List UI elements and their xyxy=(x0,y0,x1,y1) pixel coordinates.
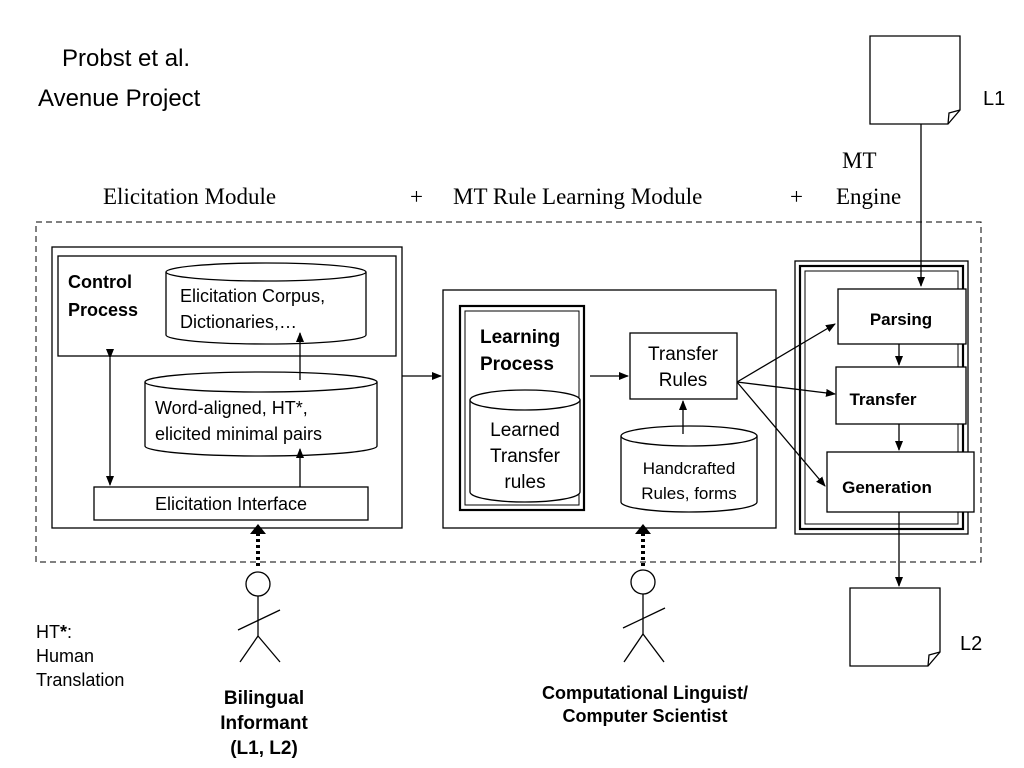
elicitation-interface-label: Elicitation Interface xyxy=(155,494,307,514)
elicitation-corpus-label-line2: Dictionaries,… xyxy=(180,312,297,332)
aligned-data-database-icon xyxy=(144,371,378,457)
transfer-rules-label-line2: Rules xyxy=(659,370,708,391)
elicitation-corpus-database-icon xyxy=(165,262,367,345)
learned-rules-label-line3: rules xyxy=(504,472,545,493)
footnote-ht: HT xyxy=(36,622,60,642)
learning-process-label-line2: Process xyxy=(480,354,554,375)
informant-label-line1: Bilingual xyxy=(224,688,304,709)
transfer-stage-box xyxy=(835,366,967,425)
elicitation-module-title: Elicitation Module xyxy=(103,184,276,209)
transfer-rules-box xyxy=(629,332,738,400)
rules-to-generation-arrow xyxy=(736,381,826,487)
mt-engine-title-line2: Engine xyxy=(836,184,901,209)
scientist-arrowhead xyxy=(635,524,651,534)
parsing-box xyxy=(837,288,967,345)
handcrafted-rules-database-icon xyxy=(620,425,758,513)
rules-to-parsing-arrow xyxy=(736,323,836,383)
transfer-rules-label-line1: Transfer xyxy=(648,344,719,365)
learned-rules-label-line2: Transfer xyxy=(490,446,561,467)
output-document-icon xyxy=(849,587,941,667)
mt-engine-title-line1: MT xyxy=(842,148,877,173)
project-title: Avenue Project xyxy=(38,85,201,112)
footnote-star: * xyxy=(60,622,67,642)
elicitation-interface-box xyxy=(93,486,369,521)
generation-label: Generation xyxy=(842,478,932,497)
informant-arrowhead xyxy=(250,524,266,534)
rules-to-transfer-arrow xyxy=(736,381,836,397)
footnote-line2: Human xyxy=(36,646,94,666)
footnote-line1: HT*: xyxy=(36,622,72,642)
transfer-stage-label: Transfer xyxy=(849,390,916,409)
learning-process-label-line1: Learning xyxy=(480,327,560,348)
generation-box xyxy=(826,451,975,513)
aligned-data-label-line1: Word-aligned, HT*, xyxy=(155,398,308,418)
control-process-label-line1: Control xyxy=(68,272,132,292)
learned-rules-label-line1: Learned xyxy=(490,420,560,441)
system-boundary xyxy=(35,221,982,563)
elicitation-corpus-label-line1: Elicitation Corpus, xyxy=(180,286,325,306)
scientist-label-line2: Computer Scientist xyxy=(562,706,727,726)
footnote-colon: : xyxy=(67,622,72,642)
scientist-actor-icon xyxy=(622,569,666,663)
control-process-label-line2: Process xyxy=(68,300,138,320)
learning-process-box xyxy=(458,304,586,512)
plus-sign-1: + xyxy=(410,184,423,209)
author-label: Probst et al. xyxy=(62,45,190,72)
handcrafted-rules-label-line2: Rules, forms xyxy=(641,484,736,503)
footnote-line3: Translation xyxy=(36,670,124,690)
mt-engine-box xyxy=(794,260,969,535)
informant-label-line2: Informant xyxy=(220,713,308,734)
learned-rules-database-icon xyxy=(469,389,581,503)
output-language-label: L2 xyxy=(960,633,982,655)
input-language-label: L1 xyxy=(983,88,1005,110)
aligned-data-label-line2: elicited minimal pairs xyxy=(155,424,322,444)
rule-learning-module-title: MT Rule Learning Module xyxy=(453,184,702,209)
handcrafted-rules-label-line1: Handcrafted xyxy=(643,459,736,478)
scientist-label-line1: Computational Linguist/ xyxy=(542,683,748,703)
plus-sign-2: + xyxy=(790,184,803,209)
informant-actor-icon xyxy=(237,571,281,663)
parsing-label: Parsing xyxy=(870,310,932,329)
input-document-icon xyxy=(869,35,961,125)
informant-label-line3: (L1, L2) xyxy=(230,738,298,759)
